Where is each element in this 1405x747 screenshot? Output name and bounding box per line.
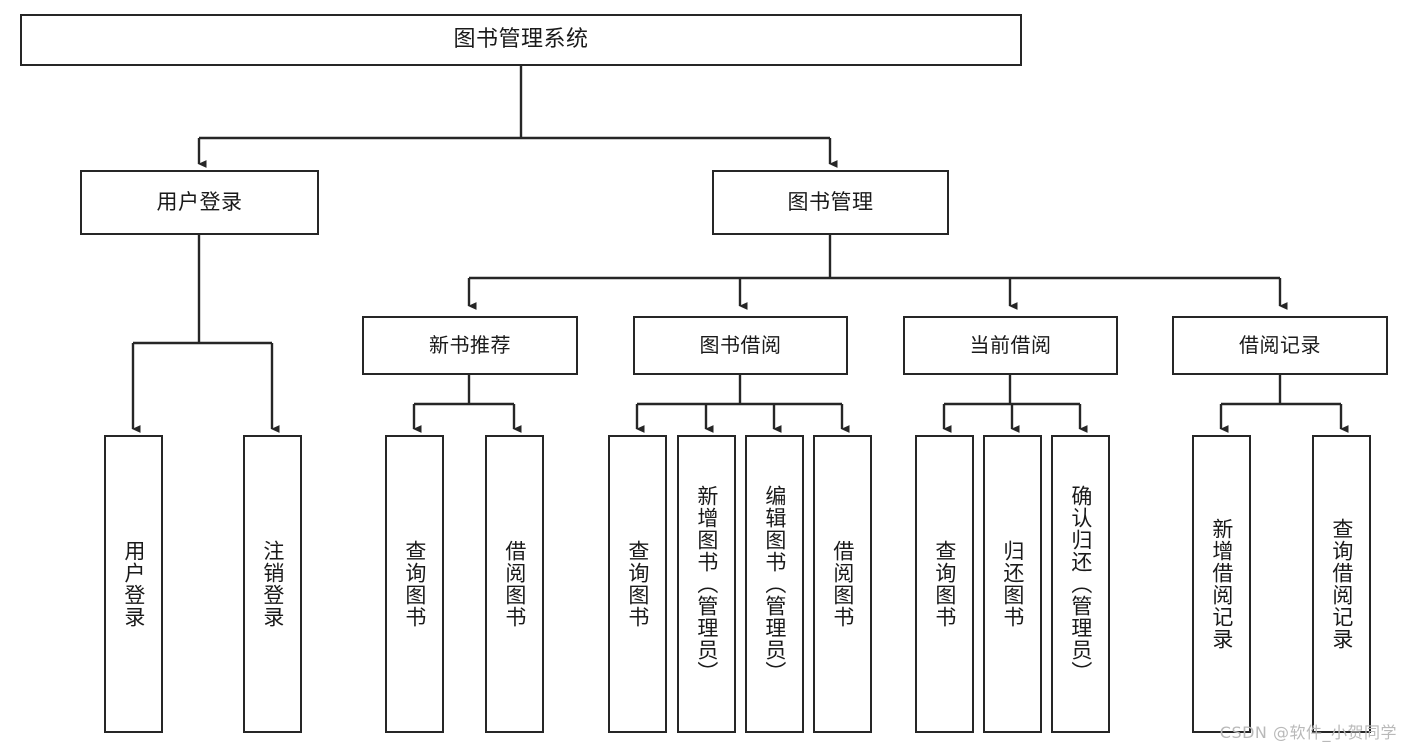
node-leaf-borrow-book-1-label: 借阅图书: [502, 540, 527, 628]
node-leaf-query-book-3[interactable]: 查询图书: [915, 435, 974, 733]
node-user-login-label: 用户登录: [156, 190, 243, 215]
node-current-borrow-label: 当前借阅: [969, 333, 1052, 357]
node-current-borrow[interactable]: 当前借阅: [903, 316, 1118, 375]
node-leaf-query-book-2[interactable]: 查询图书: [608, 435, 667, 733]
node-new-book-recommend[interactable]: 新书推荐: [362, 316, 578, 375]
node-leaf-query-book-3-label: 查询图书: [932, 540, 957, 628]
node-borrow-record[interactable]: 借阅记录: [1172, 316, 1388, 375]
node-leaf-borrow-book-1[interactable]: 借阅图书: [485, 435, 544, 733]
node-leaf-add-record[interactable]: 新增借阅记录: [1192, 435, 1251, 733]
node-leaf-logout-label: 注销登录: [260, 540, 285, 628]
node-leaf-add-record-label: 新增借阅记录: [1209, 518, 1234, 650]
node-root-label: 图书管理系统: [453, 27, 589, 53]
node-leaf-query-book-1-label: 查询图书: [402, 540, 427, 628]
node-leaf-add-book-label: 新增图书（管理员）: [694, 485, 719, 683]
node-book-management-label: 图书管理: [787, 190, 874, 215]
node-leaf-user-login-label: 用户登录: [121, 540, 146, 628]
node-leaf-add-book[interactable]: 新增图书（管理员）: [677, 435, 736, 733]
node-leaf-confirm-return[interactable]: 确认归还（管理员）: [1051, 435, 1110, 733]
node-root[interactable]: 图书管理系统: [20, 14, 1022, 66]
node-leaf-user-login[interactable]: 用户登录: [104, 435, 163, 733]
node-leaf-borrow-book-2-label: 借阅图书: [830, 540, 855, 628]
node-leaf-return-book[interactable]: 归还图书: [983, 435, 1042, 733]
node-leaf-borrow-book-2[interactable]: 借阅图书: [813, 435, 872, 733]
node-leaf-query-record-label: 查询借阅记录: [1329, 518, 1354, 650]
node-leaf-edit-book-label: 编辑图书（管理员）: [762, 485, 787, 683]
node-leaf-edit-book[interactable]: 编辑图书（管理员）: [745, 435, 804, 733]
node-new-book-recommend-label: 新书推荐: [429, 333, 511, 357]
node-leaf-confirm-return-label: 确认归还（管理员）: [1068, 485, 1093, 683]
node-borrow-record-label: 借阅记录: [1239, 333, 1321, 357]
node-leaf-query-book-1[interactable]: 查询图书: [385, 435, 444, 733]
node-leaf-query-record[interactable]: 查询借阅记录: [1312, 435, 1371, 733]
node-user-login[interactable]: 用户登录: [80, 170, 319, 235]
node-leaf-query-book-2-label: 查询图书: [625, 540, 650, 628]
node-leaf-logout[interactable]: 注销登录: [243, 435, 302, 733]
node-leaf-return-book-label: 归还图书: [1000, 540, 1025, 628]
node-book-management[interactable]: 图书管理: [712, 170, 949, 235]
node-book-borrow-label: 图书借阅: [699, 333, 782, 357]
node-book-borrow[interactable]: 图书借阅: [633, 316, 848, 375]
watermark-text: CSDN @软件_小贺同学: [1219, 723, 1397, 742]
